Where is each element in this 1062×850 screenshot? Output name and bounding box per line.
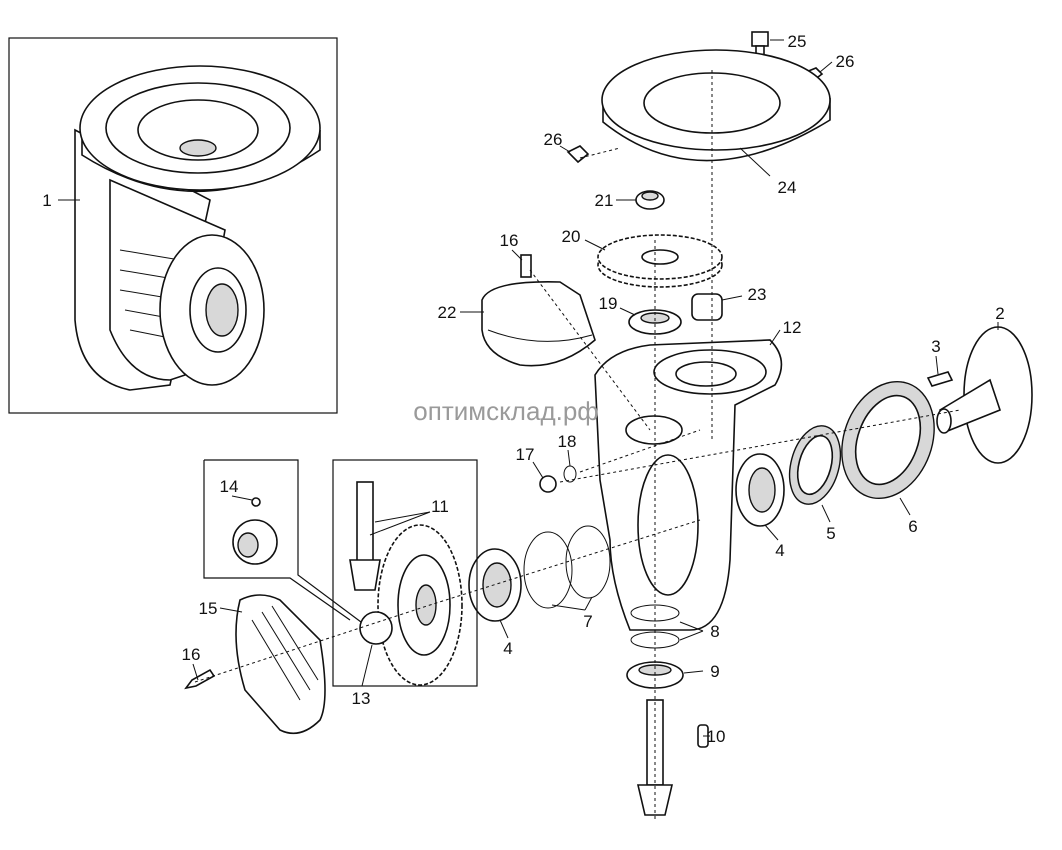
leader-lines bbox=[58, 39, 999, 737]
label-21: 21 bbox=[595, 191, 614, 210]
label-23: 23 bbox=[748, 285, 767, 304]
label-4: 4 bbox=[503, 639, 512, 658]
label-24: 24 bbox=[778, 178, 797, 197]
label-13: 13 bbox=[352, 689, 371, 708]
label-2: 2 bbox=[995, 304, 1004, 323]
label-20: 20 bbox=[562, 227, 581, 246]
label-14: 14 bbox=[220, 477, 239, 496]
label-10: 10 bbox=[707, 727, 726, 746]
label-26: 26 bbox=[836, 52, 855, 71]
label-15: 15 bbox=[199, 599, 218, 618]
label-12: 12 bbox=[783, 318, 802, 337]
label-5: 5 bbox=[826, 524, 835, 543]
watermark: оптимсклад.рф bbox=[413, 396, 598, 426]
label-7: 7 bbox=[583, 612, 592, 631]
label-18: 18 bbox=[558, 432, 577, 451]
label-19: 19 bbox=[599, 294, 618, 313]
label-3: 3 bbox=[931, 337, 940, 356]
center-lines bbox=[194, 70, 961, 820]
label-16: 16 bbox=[500, 231, 519, 250]
label-1: 1 bbox=[42, 191, 51, 210]
label-9: 9 bbox=[710, 662, 719, 681]
label-25: 25 bbox=[788, 32, 807, 51]
part-drawings bbox=[184, 31, 1033, 816]
assembly-inset bbox=[8, 37, 338, 414]
label-8: 8 bbox=[710, 622, 719, 641]
label-22: 22 bbox=[438, 303, 457, 322]
label-4: 4 bbox=[775, 541, 784, 560]
label-11: 11 bbox=[431, 497, 449, 516]
callout-labels: 1 25 26 26 24 21 20 16 22 19 23 12 2 3 1… bbox=[42, 32, 1004, 746]
label-16: 16 bbox=[182, 645, 201, 664]
label-17: 17 bbox=[516, 445, 535, 464]
label-26: 26 bbox=[544, 130, 563, 149]
label-6: 6 bbox=[908, 517, 917, 536]
